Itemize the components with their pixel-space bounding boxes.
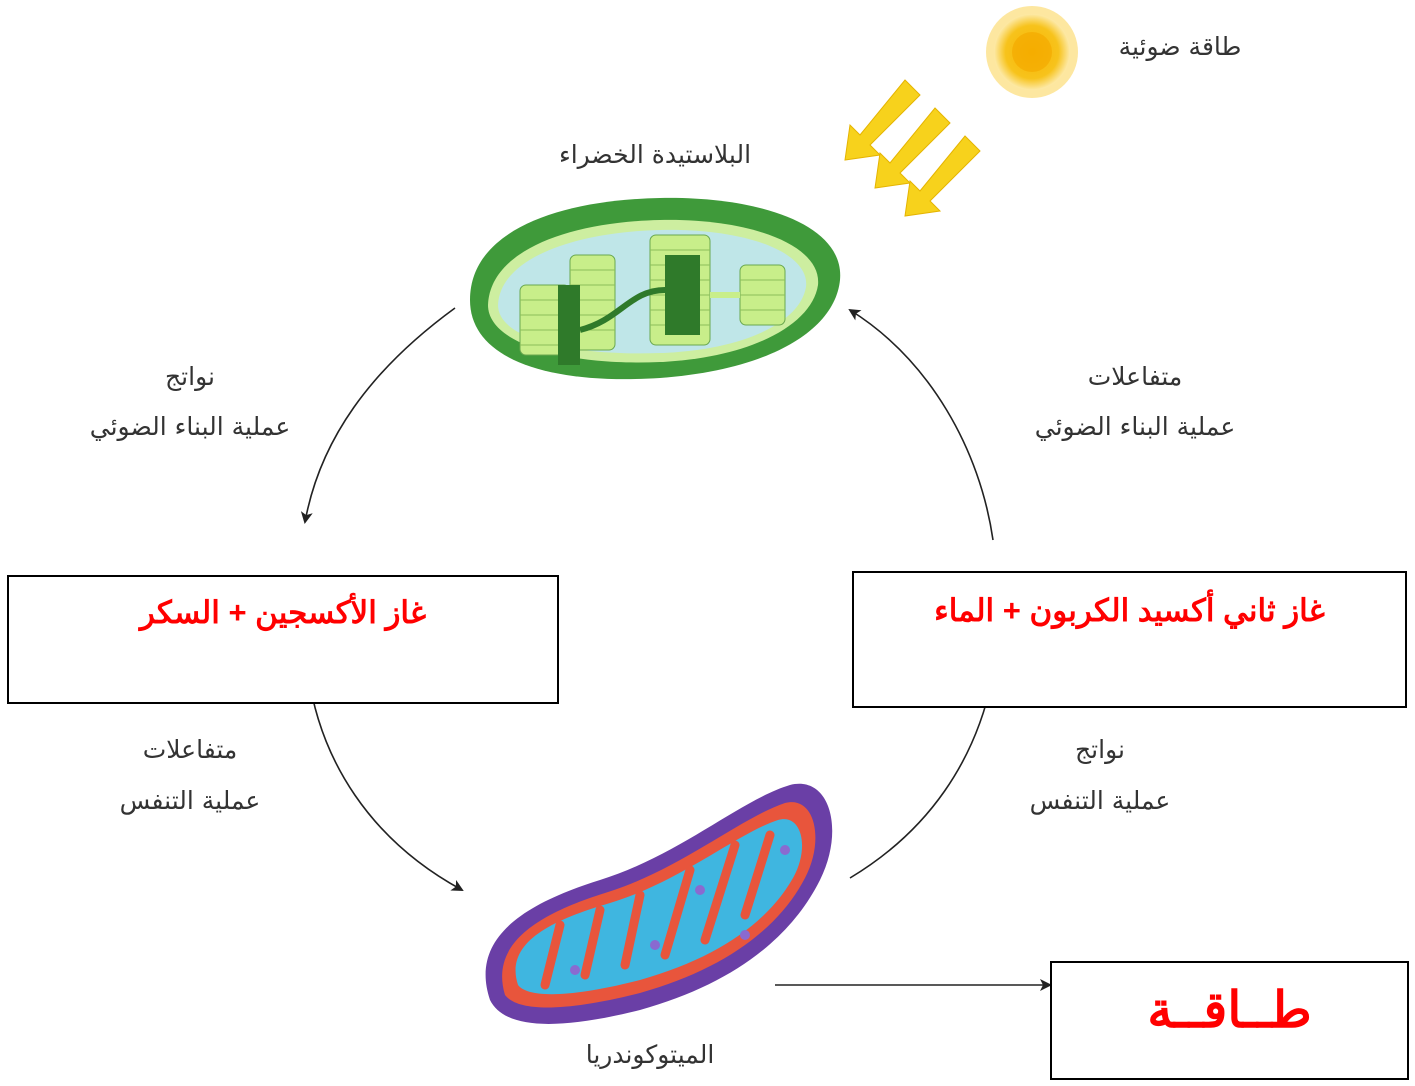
- arrow-co2-to-chloroplast: [848, 308, 994, 541]
- ps-reactants-subtitle: عملية البناء الضوئي: [1034, 412, 1236, 441]
- chloroplast-label: البلاستيدة الخضراء: [558, 140, 752, 169]
- energy-text: طــاقــة: [1147, 982, 1312, 1038]
- ps-products-subtitle: عملية البناء الضوئي: [89, 412, 291, 441]
- mitochondria-label: الميتوكوندريا: [585, 1040, 715, 1069]
- cycle-arrows: [300, 307, 1052, 991]
- arrow-mitochondria-to-co2: [849, 678, 996, 879]
- mitochondria-icon: [485, 783, 833, 1024]
- co2-water-box: غاز ثاني أكسيد الكربون + الماء: [852, 571, 1407, 708]
- resp-products-title: نواتج: [1075, 735, 1125, 764]
- arrow-oxygen-to-mitochondria: [307, 671, 464, 891]
- chloroplast-icon: [470, 197, 841, 380]
- oxygen-sugar-text: غاز الأكسجين + السكر: [139, 595, 427, 630]
- sun-icon: [986, 6, 1078, 98]
- light-rays-icon: [844, 79, 981, 217]
- co2-water-text: غاز ثاني أكسيد الكربون + الماء: [934, 593, 1325, 628]
- light-energy-label: طاقة ضوئية: [1118, 32, 1242, 61]
- resp-reactants-title: متفاعلات: [142, 735, 238, 764]
- arrow-chloroplast-to-oxygen: [300, 307, 456, 524]
- ps-reactants-title: متفاعلات: [1087, 362, 1183, 391]
- energy-box: طــاقــة: [1050, 961, 1409, 1080]
- resp-products-subtitle: عملية التنفس: [1029, 786, 1171, 815]
- oxygen-sugar-box: غاز الأكسجين + السكر: [7, 575, 559, 704]
- ps-products-title: نواتج: [165, 362, 215, 391]
- resp-reactants-subtitle: عملية التنفس: [119, 786, 261, 815]
